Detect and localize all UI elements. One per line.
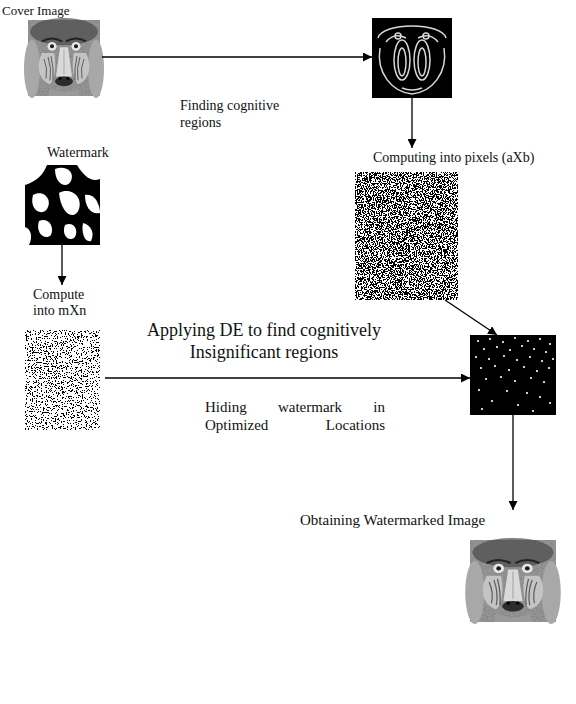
optimized-locations-picture: [470, 335, 556, 415]
illustration-part: [55, 168, 72, 185]
illustration-part: [402, 88, 422, 90]
illustration-part: [32, 193, 49, 212]
image-caption: Compute into mXn: [33, 287, 105, 318]
illustration-part: [527, 340, 529, 342]
illustration-part: [543, 381, 545, 383]
illustration-part: [500, 376, 502, 378]
illustration-part: [548, 367, 550, 369]
illustration-part: [502, 341, 504, 343]
illustration-part: [539, 338, 541, 340]
illustration-part: [386, 36, 438, 42]
illustration-part: [475, 356, 477, 358]
image-block: Compute into mXn: [25, 285, 105, 430]
edge-map-picture: [372, 18, 452, 98]
illustration-part: [481, 408, 483, 410]
illustration-part: [379, 48, 444, 94]
flow-arrow: [411, 98, 412, 148]
illustration-part: [64, 224, 76, 239]
illustration-part: [517, 404, 519, 406]
illustration-part: [85, 195, 100, 214]
illustration-part: [514, 380, 516, 382]
illustration-part: [483, 348, 485, 350]
image-block: [372, 18, 452, 98]
cover-image-picture: [24, 18, 104, 98]
illustration-part: [477, 340, 479, 342]
watermarked-image-picture: [465, 538, 561, 624]
image-block: [470, 335, 556, 415]
watermark-pixels-picture: [25, 330, 100, 430]
image-caption: Watermark: [47, 145, 130, 161]
illustration-part: [503, 355, 505, 357]
illustration-part: [529, 356, 531, 358]
illustration-part: [489, 338, 491, 340]
illustration-part: [488, 358, 490, 360]
flow-arrow: [105, 377, 470, 378]
edge-label: Hiding watermark in Optimized Locations: [205, 398, 385, 434]
illustration-part: [496, 346, 498, 348]
illustration-part: [508, 369, 510, 371]
illustration-part: [82, 223, 92, 241]
illustration-part: [532, 410, 534, 412]
illustration-part: [59, 191, 80, 215]
edge-label: Finding cognitive regions: [180, 98, 315, 132]
illustration-part: [530, 377, 532, 379]
illustration-part: [418, 48, 426, 76]
illustration-part: [38, 220, 52, 237]
illustration-part: [539, 396, 541, 398]
illustration-part: [372, 18, 452, 98]
illustration-part: [506, 390, 508, 392]
illustration-part: [25, 165, 47, 185]
illustration-part: [378, 26, 446, 94]
illustration-part: [480, 367, 482, 369]
illustration-part: [494, 365, 496, 367]
cover-pixels-picture: [355, 172, 458, 300]
image-caption: Cover Image: [2, 4, 102, 19]
illustration-part: [475, 337, 554, 412]
flow-arrow: [61, 245, 62, 285]
image-caption: Obtaining Watermarked Image: [300, 512, 556, 529]
illustration-part: [491, 400, 493, 402]
illustration-part: [545, 351, 547, 353]
image-caption: Computing into pixels (aXb): [373, 150, 560, 166]
edge-label: Applying DE to find cognitively Insignif…: [118, 320, 410, 363]
illustration-part: [533, 348, 535, 350]
image-block: Computing into pixels (aXb): [355, 148, 560, 300]
illustration-part: [552, 358, 554, 360]
watermark-picture: [25, 165, 100, 245]
illustration-part: [516, 359, 518, 361]
flow-arrow: [102, 56, 372, 57]
illustration-part: [509, 349, 511, 351]
illustration-part: [549, 402, 551, 404]
illustration-part: [394, 40, 410, 80]
illustration-part: [514, 337, 516, 339]
illustration-part: [478, 389, 480, 391]
flow-arrow: [512, 415, 513, 510]
illustration-part: [25, 165, 100, 245]
illustration-part: [470, 335, 556, 415]
illustration-part: [414, 40, 430, 80]
illustration-part: [398, 48, 406, 76]
flow-arrow: [445, 300, 497, 335]
illustration-part: [541, 360, 543, 362]
image-block: Watermark: [25, 143, 130, 245]
illustration-part: [25, 227, 31, 245]
illustration-part: [485, 378, 487, 380]
image-block: Obtaining Watermarked Image: [300, 510, 556, 622]
image-block: Cover Image: [2, 2, 102, 96]
illustration-part: [549, 343, 551, 345]
illustration-part: [77, 165, 100, 180]
illustration-part: [526, 392, 528, 394]
illustration-part: [521, 345, 523, 347]
illustration-part: [378, 26, 446, 38]
illustration-part: [536, 370, 538, 372]
illustration-part: [523, 366, 525, 368]
illustration-part: [25, 165, 100, 245]
